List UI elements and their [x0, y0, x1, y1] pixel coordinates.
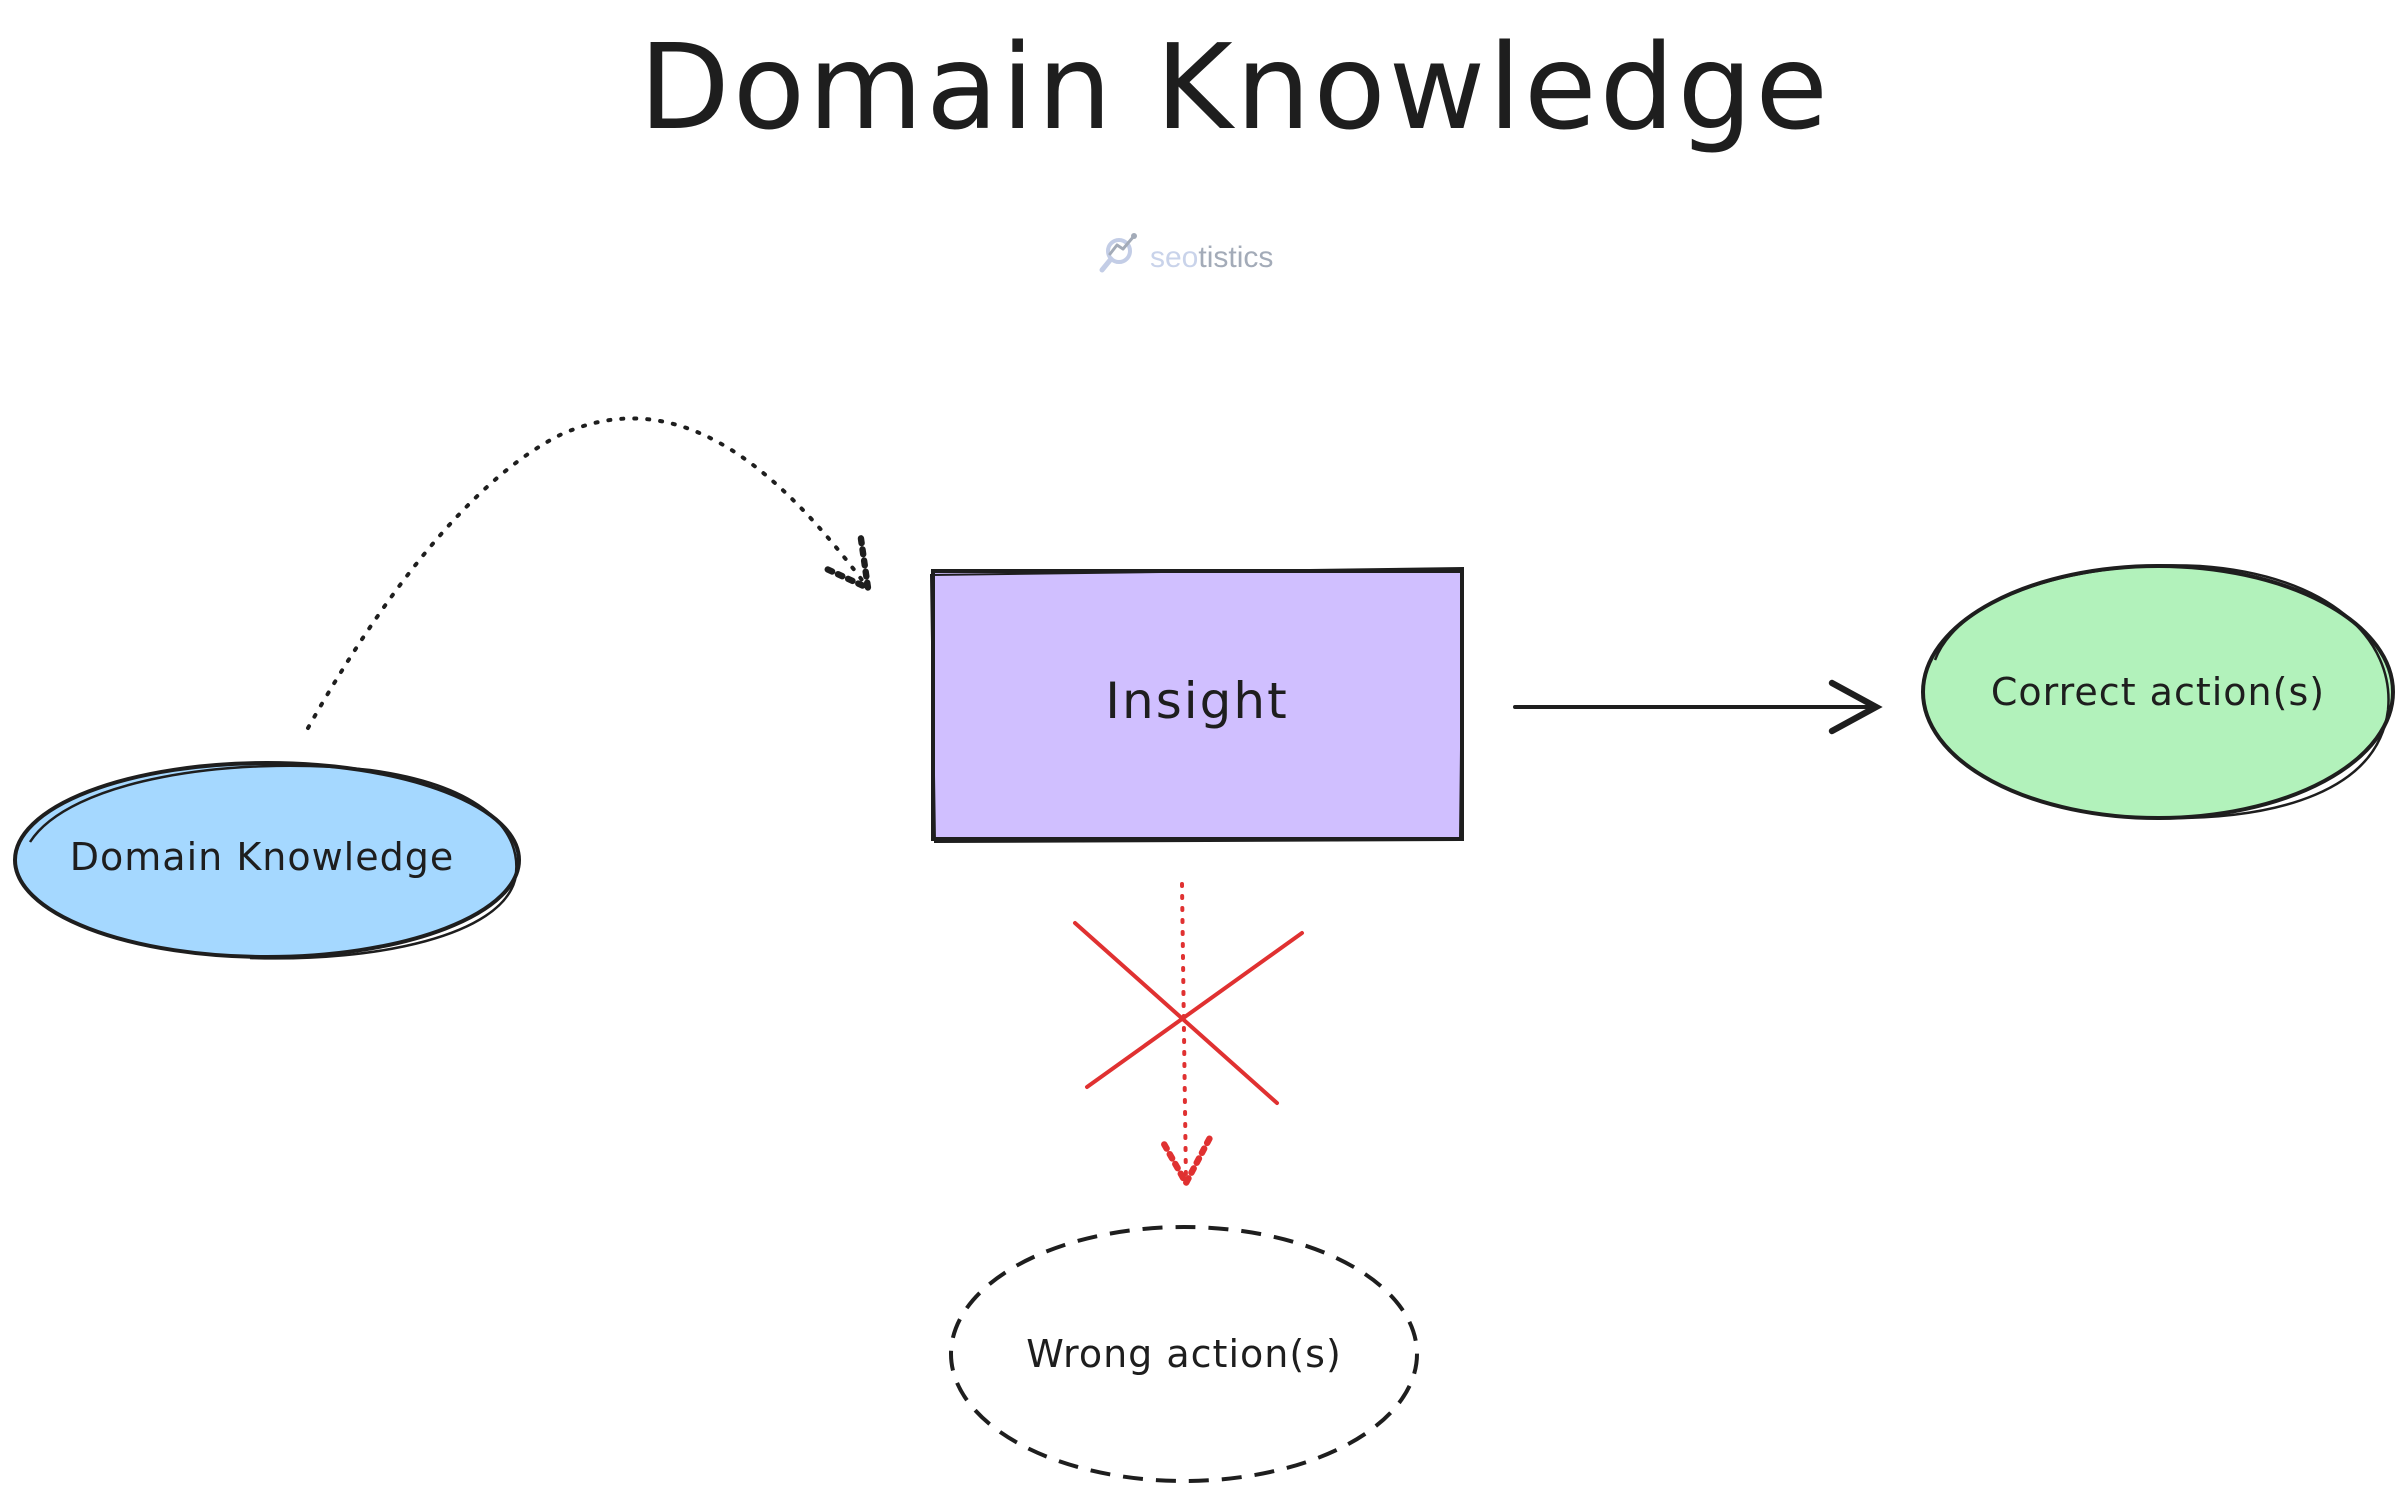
correct-action-label: Correct action(s) [1991, 670, 2325, 714]
red-cross-mark [1073, 921, 1304, 1105]
logo-wordmark: seotistics [1150, 241, 1273, 274]
logo-name-part2: tistics [1198, 241, 1273, 274]
node-wrong-action: Wrong action(s) [949, 1225, 1419, 1483]
chart-magnifier-icon [1099, 233, 1137, 273]
edge-domain-to-insight [306, 416, 868, 730]
diagram-title: Domain Knowledge [639, 18, 1831, 156]
node-insight: Insight [929, 566, 1465, 844]
edge-insight-to-wrong [1182, 882, 1186, 1183]
seotistics-logo: seotistics [1099, 233, 1273, 274]
node-correct-action: Correct action(s) [1921, 564, 2395, 820]
domain-knowledge-label: Domain Knowledge [70, 835, 454, 879]
node-domain-knowledge: Domain Knowledge [13, 761, 521, 960]
wrong-action-label: Wrong action(s) [1026, 1332, 1342, 1376]
insight-label: Insight [1105, 672, 1288, 730]
logo-name-part1: seo [1150, 241, 1198, 274]
